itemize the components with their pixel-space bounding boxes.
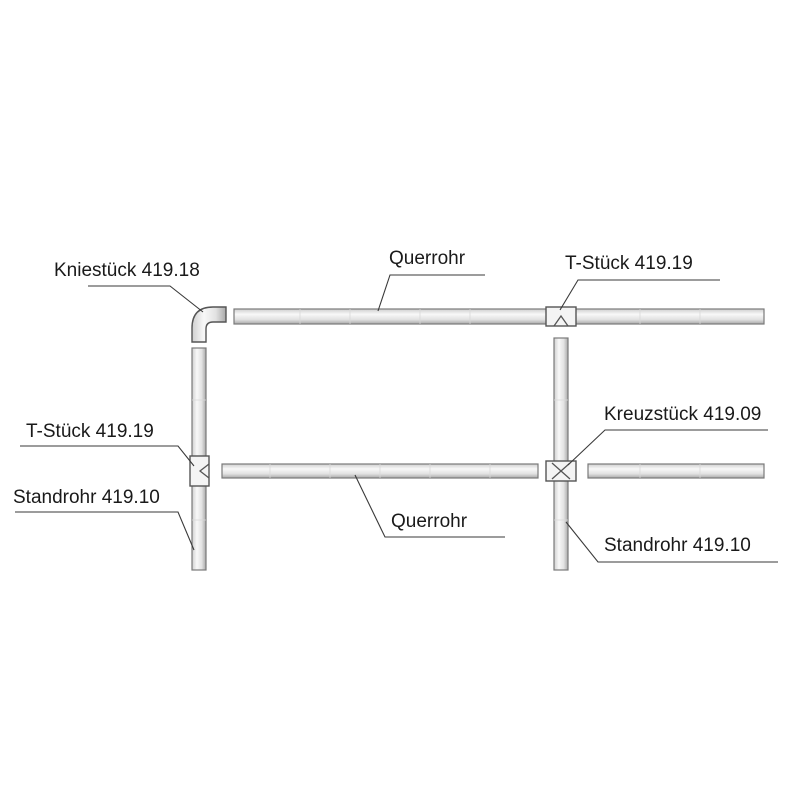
leader-kniestueck [88, 285, 204, 313]
querrohr-bottom-pipe [221, 463, 539, 479]
tstueck-left-fitting [189, 455, 210, 487]
querrohr-right-stub-pipe [587, 463, 765, 479]
tstueck-top-fitting [545, 306, 577, 327]
label-querrohr-bottom: Querrohr [391, 511, 468, 532]
label-kniestueck: Kniestück 419.18 [54, 260, 200, 281]
label-querrohr-top: Querrohr [389, 248, 466, 269]
leader-querrohr-top [377, 274, 485, 312]
label-standrohr-left: Standrohr 419.10 [13, 487, 160, 508]
standrohr-right-pipe [553, 337, 569, 571]
kniestueck-fitting [191, 306, 227, 343]
querrohr-top-pipe [233, 308, 765, 325]
leader-kreuzstueck [567, 429, 768, 466]
label-tstueck-left: T-Stück 419.19 [26, 421, 154, 442]
leader-standrohr-left [15, 511, 195, 551]
label-kreuzstueck: Kreuzstück 419.09 [604, 404, 761, 425]
leader-tstueck-left [20, 445, 195, 467]
kreuzstueck-fitting [545, 460, 577, 482]
label-tstueck-top: T-Stück 419.19 [565, 253, 693, 274]
leader-standrohr-right [565, 521, 778, 563]
leader-tstueck-top [559, 279, 720, 311]
label-standrohr-right: Standrohr 419.10 [604, 535, 751, 556]
leader-querrohr-bottom [354, 474, 505, 538]
